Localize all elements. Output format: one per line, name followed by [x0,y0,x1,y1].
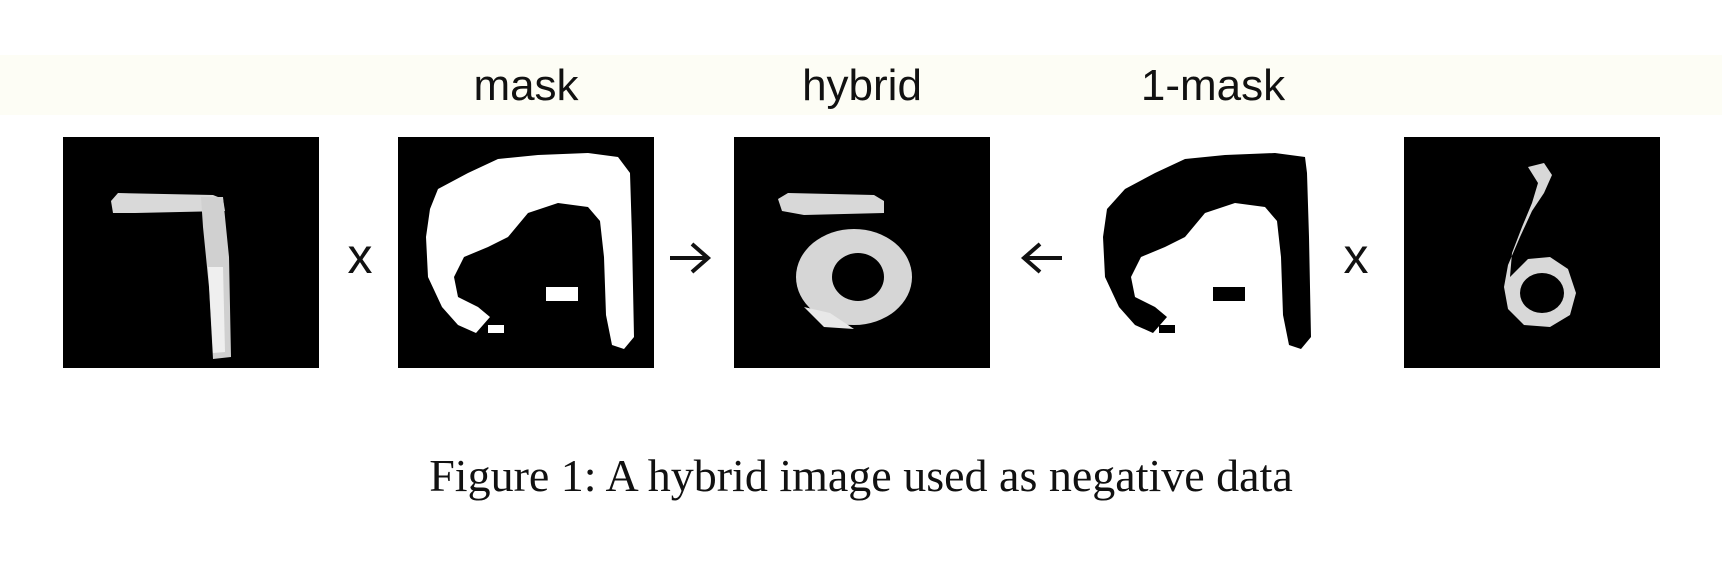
figure-caption: Figure 1: A hybrid image used as negativ… [429,450,1293,501]
multiply-symbol: x [347,228,373,284]
mask-image [398,137,654,368]
inverse-mask-title: 1-mask [1140,61,1286,110]
mask-title: mask [473,61,579,110]
arrow-left-icon [1020,242,1062,274]
inverse-mask-image [1085,137,1341,368]
digit-seven-image [63,137,319,368]
arrow-right-icon [670,242,712,274]
hybrid-title: hybrid [802,61,922,110]
hybrid-image [734,137,990,368]
title-band [0,55,1722,115]
digit-six-image [1404,137,1660,368]
multiply-symbol-right: x [1343,228,1369,284]
